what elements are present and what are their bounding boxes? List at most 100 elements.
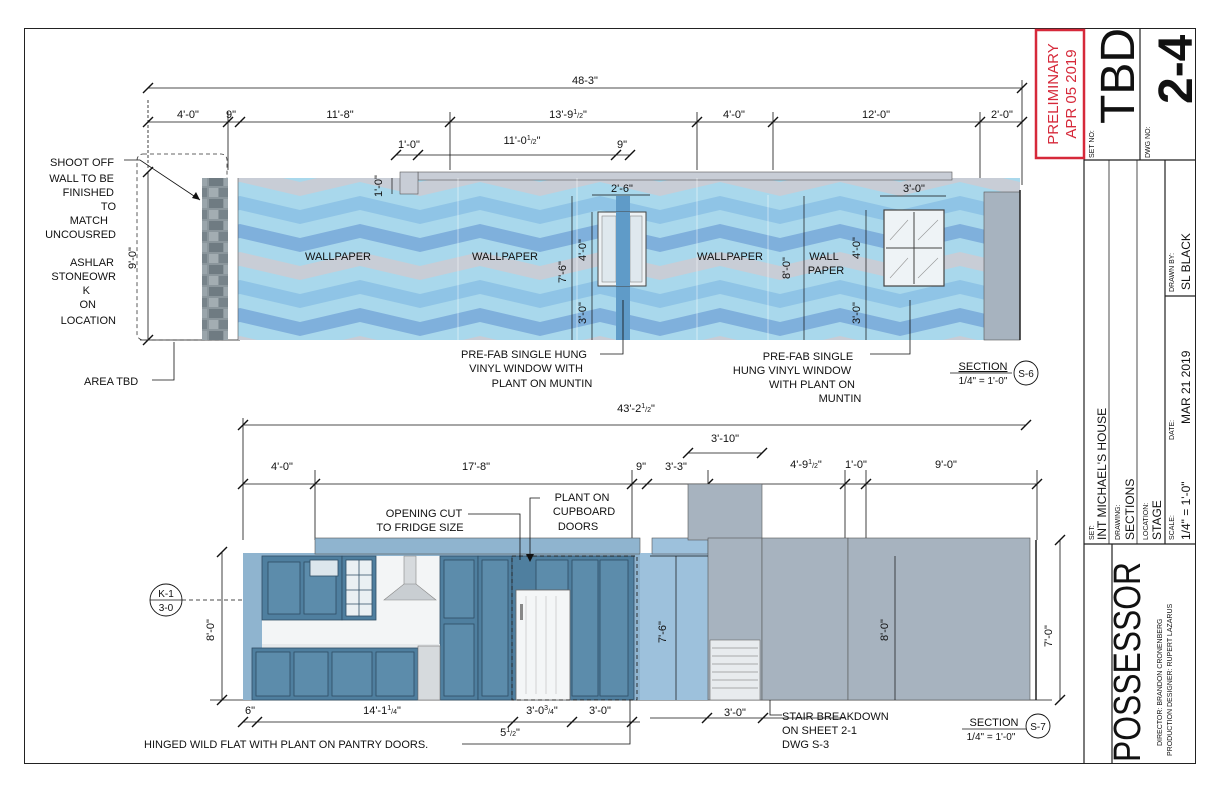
director-credit: DIRECTOR: BRANDON CRONENBERG xyxy=(1157,619,1164,746)
gray-panel-2 xyxy=(847,537,1031,701)
svg-text:SECTION: SECTION xyxy=(959,361,1008,373)
kitchen-soffit xyxy=(314,537,641,555)
ashlar-stone-strip xyxy=(202,178,228,340)
hinged-wild-flat xyxy=(511,555,638,701)
s7-overall-dim: 43'-21/2" xyxy=(617,403,655,415)
preliminary-stamp xyxy=(1034,28,1086,160)
section-s6 xyxy=(124,80,1028,381)
designer-credit: PRODUCTION DESIGNER: RUPERT LAZARUS xyxy=(1167,603,1174,756)
svg-text:WITH PLANT ON: WITH PLANT ON xyxy=(769,379,855,391)
svg-text:K: K xyxy=(83,285,91,297)
svg-text:MUNTIN: MUNTIN xyxy=(819,393,862,405)
wall-header xyxy=(417,171,953,181)
countertop xyxy=(262,644,440,648)
scale-label: SCALE: xyxy=(1169,515,1176,540)
range-hood xyxy=(383,555,437,601)
wallpaper-label-2: WALLPAPER xyxy=(472,251,538,263)
svg-text:PLANT ON: PLANT ON xyxy=(555,492,610,504)
svg-text:3-0: 3-0 xyxy=(159,603,174,614)
s7-bottom-dim-3: 3'-03/4" xyxy=(526,705,558,717)
shoot-off-area xyxy=(136,153,228,341)
hinged-flat-note: HINGED WILD FLAT WITH PLANT ON PANTRY DO… xyxy=(144,739,428,751)
dwg-no-label: DWG NO: xyxy=(1145,126,1152,158)
svg-text:1/4" = 1'-0": 1/4" = 1'-0" xyxy=(959,376,1008,387)
svg-text:ON SHEET 2-1: ON SHEET 2-1 xyxy=(782,725,857,737)
s7-height-1: 8'-0" xyxy=(205,619,217,641)
s7-dim-3: 9" xyxy=(636,461,646,473)
upper-cabinets xyxy=(261,555,377,621)
svg-text:PRE-FAB SINGLE: PRE-FAB SINGLE xyxy=(763,351,853,363)
location: STAGE xyxy=(1150,500,1164,540)
s7-bottom-dim-6: 3'-0" xyxy=(724,707,746,719)
area-tbd-note: AREA TBD xyxy=(84,376,138,388)
wall-header-left xyxy=(399,171,419,195)
svg-text:LOCATION: LOCATION xyxy=(61,315,116,327)
s6-dim-5: 4'-0" xyxy=(723,109,745,121)
s6-sill-height-2: 3'-0" xyxy=(851,302,863,324)
s7-height-2: 7'-6" xyxy=(657,621,669,643)
s6-dim-4: 13'-91/2" xyxy=(549,109,587,121)
svg-text:UNCOUSRED: UNCOUSRED xyxy=(45,229,116,241)
wallpaper-label-1: WALLPAPER xyxy=(305,251,371,263)
s6-header-height: 1'-0" xyxy=(373,175,385,197)
svg-text:HUNG VINYL WINDOW: HUNG VINYL WINDOW xyxy=(733,365,852,377)
opening-note: OPENING CUT TO FRIDGE SIZE xyxy=(376,508,463,534)
location-label: LOCATION: xyxy=(1143,503,1150,540)
window1-note: PRE-FAB SINGLE HUNG VINYL WINDOW WITH PL… xyxy=(461,349,592,390)
svg-text:VINYL WINDOW WITH: VINYL WINDOW WITH xyxy=(469,363,583,375)
date: MAR 21 2019 xyxy=(1179,350,1193,424)
svg-text:STONEOWR: STONEOWR xyxy=(51,271,116,283)
lower-cabinets xyxy=(251,647,419,701)
range xyxy=(417,645,441,701)
s6-pier-dim: 2'-6" xyxy=(611,183,633,195)
svg-text:FINISHED: FINISHED xyxy=(63,187,114,199)
stair-note: STAIR BREAKDOWN ON SHEET 2-1 DWG S-3 xyxy=(782,711,889,751)
svg-text:ON: ON xyxy=(80,299,97,311)
wallpaper-label-3: WALLPAPER xyxy=(697,251,763,263)
wallpaper-label-4b: PAPER xyxy=(808,265,845,277)
wallpaper-label-4a: WALL xyxy=(809,251,839,263)
shoot-off-note: SHOOT OFF WALL TO BE FINISHED TO MATCH U… xyxy=(45,157,116,327)
s6-window2-height: 4'-0" xyxy=(851,237,863,259)
svg-text:ASHLAR: ASHLAR xyxy=(70,257,114,269)
s6-win2-width: 3'-0" xyxy=(903,183,925,195)
s7-bottom-dim-1: 6" xyxy=(245,705,255,717)
preliminary-text: PRELIMINARY xyxy=(1045,43,1062,144)
s7-dim-4: 3'-3" xyxy=(665,461,687,473)
sheet-border xyxy=(24,28,1196,764)
s7-height-4: 7'-0" xyxy=(1043,625,1055,647)
s6-dim-3: 11'-8" xyxy=(326,109,353,121)
ref-tag-k1: K-1 3-0 xyxy=(149,583,183,617)
svg-text:SHOOT OFF: SHOOT OFF xyxy=(50,157,114,169)
section-tag-s7: SECTION 1/4" = 1'-0" S-7 xyxy=(962,713,1051,743)
s7-bottom-dim-5: 51/2" xyxy=(500,727,520,739)
s6-dim-6: 12'-0" xyxy=(862,109,890,121)
section-tag-s6: SECTION 1/4" = 1'-0" S-6 xyxy=(950,360,1039,387)
s6-dim-10: 9" xyxy=(617,139,627,151)
s6-sill-height: 3'-0" xyxy=(577,302,589,324)
preliminary-date: APR 05 2019 xyxy=(1063,49,1080,138)
scale: 1/4" = 1'-0" xyxy=(1179,481,1193,540)
svg-text:S-6: S-6 xyxy=(1018,369,1034,380)
svg-text:S-7: S-7 xyxy=(1030,722,1046,733)
s7-dim-2: 17'-8" xyxy=(462,461,490,473)
s7-bottom-dim-4: 3'-0" xyxy=(589,705,611,717)
svg-text:TO FRIDGE SIZE: TO FRIDGE SIZE xyxy=(376,522,463,534)
s7-bottom-dim-2: 14'-11/4" xyxy=(363,705,401,717)
svg-text:PRE-FAB SINGLE HUNG: PRE-FAB SINGLE HUNG xyxy=(461,349,587,361)
s6-total-height: 7'-6" xyxy=(557,261,569,283)
fridge xyxy=(515,589,571,701)
s7-dim-8: 9'-0" xyxy=(935,459,957,471)
s7-dim-1: 4'-0" xyxy=(271,461,293,473)
set-label: SET: xyxy=(1089,525,1096,540)
svg-text:CUPBOARD: CUPBOARD xyxy=(553,506,615,518)
svg-text:1/4" = 1'-0": 1/4" = 1'-0" xyxy=(967,732,1016,743)
s7-height-3: 8'-0" xyxy=(879,619,891,641)
s6-dim-1: 4'-0" xyxy=(177,109,199,121)
set: INT MICHAEL'S HOUSE xyxy=(1095,408,1109,540)
set-no: TBD xyxy=(1092,28,1145,124)
title-block: PRELIMINARY APR 05 2019 SET NO: TBD DWG … xyxy=(1034,28,1203,764)
production-title: POSSESSOR xyxy=(1107,562,1149,762)
